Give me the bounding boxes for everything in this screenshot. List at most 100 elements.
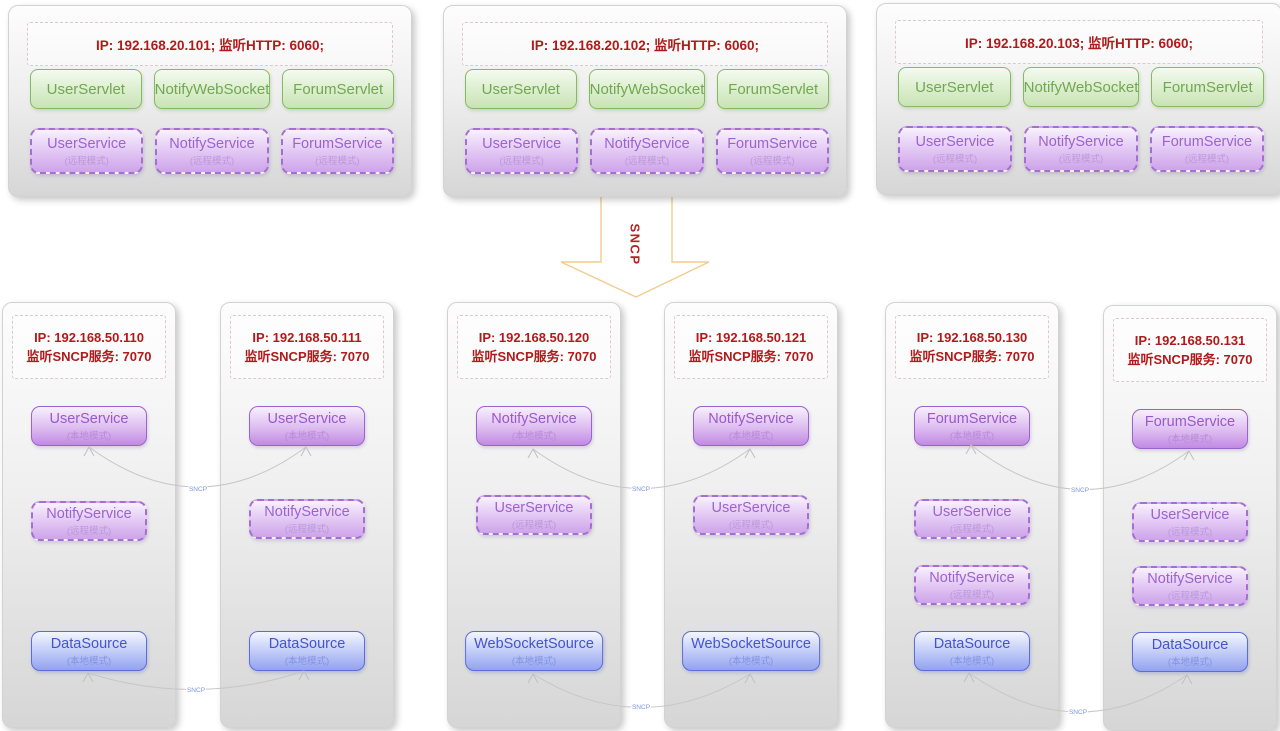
port-text: 监听SNCP服务: 7070 bbox=[909, 349, 1035, 364]
service-box: NotifyService (远程模式) bbox=[914, 565, 1030, 605]
sncp-server-box-131: IP: 192.168.50.131 监听SNCP服务: 7070 ForumS… bbox=[1103, 305, 1277, 731]
servlet-box: NotifyWebSocket bbox=[1022, 67, 1140, 107]
service-name: NotifyService bbox=[1038, 133, 1124, 150]
service-mode: (远程模式) bbox=[66, 525, 112, 537]
servlet-row: UserServlet NotifyWebSocket ForumServlet bbox=[465, 69, 829, 109]
service-mode: (远程模式) bbox=[315, 155, 360, 167]
sncp-server-box-110: IP: 192.168.50.110 监听SNCP服务: 7070 UserSe… bbox=[2, 302, 176, 728]
service-box: WebSocketSource (本地模式) bbox=[465, 631, 603, 671]
service-name: DataSource bbox=[1151, 636, 1229, 653]
service-mode: (远程模式) bbox=[1058, 153, 1104, 165]
service-name: NotifyService bbox=[491, 410, 577, 427]
sncp-server-box-130: IP: 192.168.50.130 监听SNCP服务: 7070 ForumS… bbox=[885, 302, 1059, 728]
service-box: WebSocketSource (本地模式) bbox=[682, 631, 820, 671]
service-name: WebSocketSource bbox=[474, 635, 594, 652]
service-mode: (远程模式) bbox=[511, 519, 557, 531]
service-name: UserService bbox=[494, 499, 574, 516]
sncp-server-box-121: IP: 192.168.50.121 监听SNCP服务: 7070 Notify… bbox=[664, 302, 838, 728]
service-mode: (远程模式) bbox=[64, 155, 109, 167]
service-name: NotifyService bbox=[1147, 570, 1233, 587]
service-mode: (本地模式) bbox=[66, 430, 112, 442]
service-mode: (远程模式) bbox=[1167, 526, 1213, 538]
connector-label: SNCP bbox=[632, 704, 650, 711]
service-mode: (远程模式) bbox=[1167, 590, 1213, 602]
service-box: UserService (远程模式) bbox=[30, 128, 144, 174]
service-box: ForumService (远程模式) bbox=[280, 128, 394, 174]
ip-banner: IP: 192.168.50.130 监听SNCP服务: 7070 bbox=[895, 315, 1049, 379]
service-mode: (本地模式) bbox=[728, 430, 774, 442]
service-name: ForumService bbox=[926, 410, 1018, 427]
service-name: WebSocketSource bbox=[691, 635, 811, 652]
service-mode: (本地模式) bbox=[1167, 433, 1213, 445]
service-row: UserService (远程模式) NotifyService (远程模式) … bbox=[898, 126, 1264, 172]
service-box: NotifyService (远程模式) bbox=[31, 501, 147, 541]
service-name: ForumService bbox=[292, 135, 383, 152]
sncp-server-box-111: IP: 192.168.50.111 监听SNCP服务: 7070 UserSe… bbox=[220, 302, 394, 728]
port-text: 监听SNCP服务: 7070 bbox=[26, 349, 152, 364]
service-mode: (本地模式) bbox=[1167, 656, 1213, 668]
service-mode: (远程模式) bbox=[932, 153, 978, 165]
connector-label: SNCP bbox=[187, 687, 205, 694]
service-box: UserService (远程模式) bbox=[465, 128, 579, 174]
service-mode: (远程模式) bbox=[284, 523, 330, 535]
service-mode: (远程模式) bbox=[728, 519, 774, 531]
service-mode: (本地模式) bbox=[949, 655, 995, 667]
service-box: NotifyService (本地模式) bbox=[693, 406, 809, 446]
service-mode: (本地模式) bbox=[284, 655, 330, 667]
ip-text: IP: 192.168.50.130 bbox=[916, 330, 1028, 345]
service-box: DataSource (本地模式) bbox=[914, 631, 1030, 671]
service-mode: (本地模式) bbox=[949, 430, 995, 442]
service-name: DataSource bbox=[50, 635, 128, 652]
service-name: UserService bbox=[932, 503, 1012, 520]
ip-text: IP: 192.168.50.121 bbox=[695, 330, 807, 345]
service-box: UserService (远程模式) bbox=[1132, 502, 1248, 542]
ip-text: IP: 192.168.20.101; 监听HTTP: 6060; bbox=[95, 38, 325, 53]
ip-banner: IP: 192.168.50.120 监听SNCP服务: 7070 bbox=[457, 315, 611, 379]
service-box: DataSource (本地模式) bbox=[1132, 632, 1248, 672]
service-mode: (远程模式) bbox=[499, 155, 544, 167]
ip-banner: IP: 192.168.50.131 监听SNCP服务: 7070 bbox=[1113, 318, 1267, 382]
ip-banner: IP: 192.168.20.102; 监听HTTP: 6060; bbox=[462, 22, 828, 66]
service-name: ForumService bbox=[1144, 413, 1236, 430]
service-mode: (远程模式) bbox=[1184, 153, 1230, 165]
connector-label: SNCP bbox=[1069, 709, 1087, 716]
connector-label: SNCP bbox=[189, 486, 207, 493]
service-mode: (远程模式) bbox=[949, 589, 995, 601]
service-mode: (本地模式) bbox=[66, 655, 112, 667]
service-mode: (远程模式) bbox=[624, 155, 670, 167]
sncp-arrow-label: SNCP bbox=[627, 223, 643, 266]
service-name: UserService bbox=[482, 135, 562, 152]
ip-banner: IP: 192.168.50.111 监听SNCP服务: 7070 bbox=[230, 315, 384, 379]
service-box: ForumService (远程模式) bbox=[715, 128, 829, 174]
service-box: UserService (远程模式) bbox=[898, 126, 1012, 172]
connector-label: SNCP bbox=[632, 486, 650, 493]
ip-text: IP: 192.168.20.103; 监听HTTP: 6060; bbox=[964, 36, 1194, 51]
service-mode: (本地模式) bbox=[511, 655, 557, 667]
ip-banner: IP: 192.168.50.110 监听SNCP服务: 7070 bbox=[12, 315, 166, 379]
http-server-box-103: IP: 192.168.20.103; 监听HTTP: 6060; UserSe… bbox=[876, 3, 1280, 195]
ip-text: IP: 192.168.50.110 bbox=[34, 330, 144, 345]
ip-text: IP: 192.168.50.111 bbox=[252, 330, 362, 345]
servlet-box: UserServlet bbox=[898, 67, 1011, 107]
service-mode: (本地模式) bbox=[284, 430, 330, 442]
service-box: NotifyService (远程模式) bbox=[1024, 126, 1138, 172]
service-name: UserService bbox=[1150, 506, 1230, 523]
service-box: ForumService (远程模式) bbox=[1150, 126, 1264, 172]
service-box: NotifyService (远程模式) bbox=[590, 128, 704, 174]
servlet-box: NotifyWebSocket bbox=[588, 69, 706, 109]
ip-text: IP: 192.168.50.120 bbox=[478, 330, 590, 345]
service-name: NotifyService bbox=[264, 503, 350, 520]
servlet-row: UserServlet NotifyWebSocket ForumServlet bbox=[898, 67, 1264, 107]
servlet-box: ForumServlet bbox=[717, 69, 829, 109]
servlet-box: ForumServlet bbox=[1151, 67, 1264, 107]
service-name: NotifyService bbox=[46, 505, 132, 522]
service-mode: (远程模式) bbox=[189, 155, 235, 167]
service-box: UserService (远程模式) bbox=[476, 495, 592, 535]
service-name: UserService bbox=[915, 133, 995, 150]
service-mode: (远程模式) bbox=[750, 155, 795, 167]
servlet-box: ForumServlet bbox=[282, 69, 394, 109]
service-row: UserService (远程模式) NotifyService (远程模式) … bbox=[30, 128, 394, 174]
service-name: UserService bbox=[49, 410, 129, 427]
service-box: NotifyService (远程模式) bbox=[155, 128, 269, 174]
service-name: DataSource bbox=[933, 635, 1011, 652]
